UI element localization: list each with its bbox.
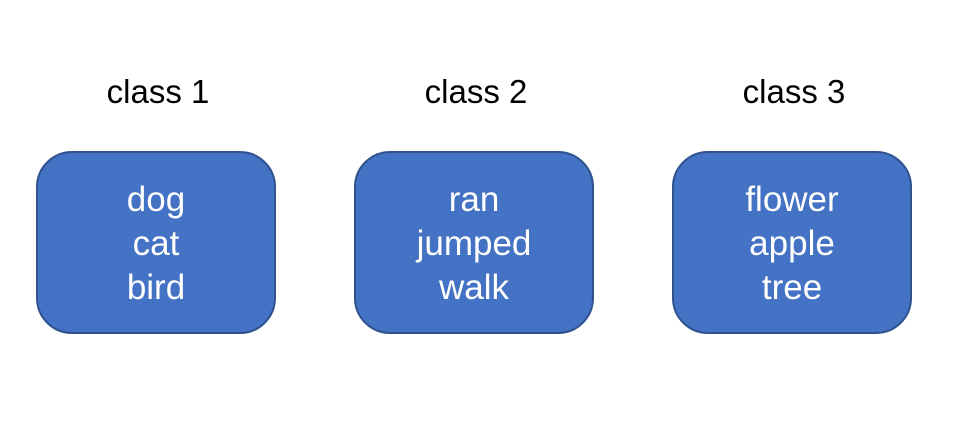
class-group-2: class 2 ran jumped walk: [354, 0, 598, 424]
class-title-1: class 1: [106, 73, 210, 110]
class-3-word-1: flower: [745, 180, 839, 219]
class-box-2: ran jumped walk: [354, 151, 594, 334]
class-1-word-3: bird: [126, 268, 186, 307]
class-3-word-3: tree: [761, 268, 823, 307]
class-3-word-2: apple: [749, 224, 835, 263]
class-2-word-1: ran: [448, 180, 500, 219]
class-group-1: class 1 dog cat bird: [36, 0, 280, 424]
class-group-3: class 3 flower apple tree: [672, 0, 916, 424]
class-2-word-2: jumped: [416, 224, 532, 263]
class-1-word-1: dog: [126, 180, 186, 219]
class-2-word-3: walk: [438, 268, 510, 307]
class-title-2: class 2: [424, 73, 528, 110]
class-box-1: dog cat bird: [36, 151, 276, 334]
class-box-3: flower apple tree: [672, 151, 912, 334]
class-title-3: class 3: [742, 73, 846, 110]
class-1-word-2: cat: [132, 224, 180, 263]
